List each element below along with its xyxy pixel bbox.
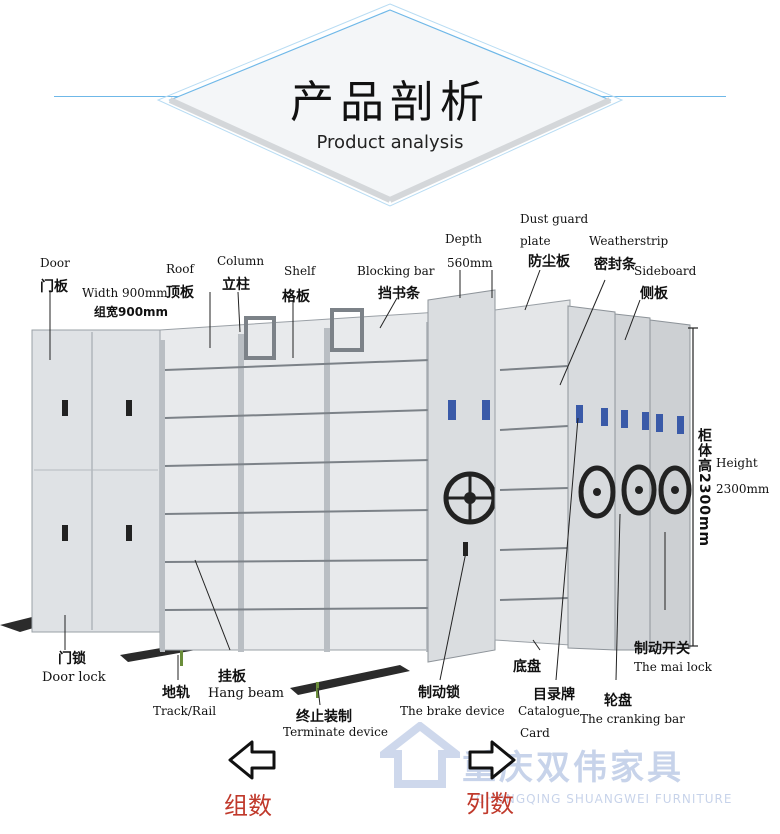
label-roof-zh: 顶板 (166, 285, 194, 301)
label-cranking-zh: 轮盘 (604, 693, 632, 709)
front-cabinet-panel (427, 289, 497, 663)
label-dust-guard-en-2: plate (520, 234, 551, 248)
watermark-logo-icon (380, 722, 460, 788)
header-line-right (540, 96, 726, 97)
rear-cabinet-row (494, 299, 692, 651)
label-terminate-zh: 终止装制 (296, 709, 352, 725)
label-rail-en: Track/Rail (153, 704, 217, 718)
arrow-right-icon[interactable] (466, 736, 518, 784)
label-door-lock-zh: 门锁 (58, 651, 86, 667)
label-blocking-bar-zh: 挡书条 (378, 286, 420, 302)
label-catalogue-en: Catalogue (518, 704, 580, 718)
callout-leaders (49, 270, 666, 706)
nav-label-groups: 组数 (224, 792, 272, 820)
label-shelf-zh: 格板 (282, 289, 310, 305)
label-hang-beam-zh: 挂板 (218, 669, 246, 685)
label-weatherstrip-zh: 密封条 (594, 257, 636, 273)
height-dimension (688, 327, 698, 647)
label-blocking-bar-en: Blocking bar (357, 264, 435, 278)
page-title: 产品剖析 (290, 77, 490, 128)
mobile-shelving-illustration (0, 270, 698, 706)
label-base-zh: 底盘 (513, 659, 541, 675)
watermark-brand-en: CHONGQING SHUANGWEI FURNITURE (476, 792, 733, 806)
label-dust-guard-zh: 防尘板 (528, 254, 570, 270)
label-main-lock-en: The mai lock (634, 660, 712, 674)
label-width-zh: 组宽900mm (94, 305, 169, 319)
open-shelving-unit (159, 308, 471, 652)
label-height-value: 2300mm (716, 482, 770, 496)
door-cabinet (31, 329, 161, 633)
label-column-zh: 立柱 (222, 277, 250, 293)
nav-label-columns: 列数 (466, 790, 514, 818)
label-sideboard-en: Sideboard (634, 264, 697, 278)
label-catalogue-en-2: Card (520, 726, 550, 740)
label-brake-en: The brake device (400, 704, 505, 718)
label-hang-beam-en: Hang beam (208, 686, 285, 701)
label-terminate-en: Terminate device (283, 725, 388, 739)
label-height-en: Height (716, 456, 758, 470)
arrow-left-icon[interactable] (226, 736, 278, 784)
label-depth-en: Depth (445, 232, 482, 246)
label-height-zh: 柜体高2300mm (696, 428, 712, 548)
label-main-lock-zh: 制动开关 (634, 641, 690, 657)
label-rail-zh: 地轨 (162, 685, 190, 701)
label-door-en: Door (40, 256, 70, 270)
label-shelf-en: Shelf (284, 264, 316, 278)
label-roof-en: Roof (166, 262, 194, 276)
label-sideboard-zh: 侧板 (640, 286, 668, 302)
label-depth-value: 560mm (447, 256, 493, 270)
page-subtitle: Product analysis (316, 132, 464, 153)
label-brake-zh: 制动锁 (418, 685, 460, 701)
header-diamond-frame (156, 3, 624, 207)
label-door-lock-en: Door lock (42, 670, 106, 685)
label-door-zh: 门板 (40, 279, 68, 295)
label-column-en: Column (217, 254, 265, 268)
label-weatherstrip-en: Weatherstrip (589, 234, 669, 248)
label-dust-guard-en: Dust guard (520, 212, 589, 226)
label-catalogue-zh: 目录牌 (533, 687, 575, 703)
header-line-left (54, 96, 240, 97)
label-cranking-en: The cranking bar (580, 712, 685, 726)
label-width-en: Width 900mm (82, 286, 168, 300)
